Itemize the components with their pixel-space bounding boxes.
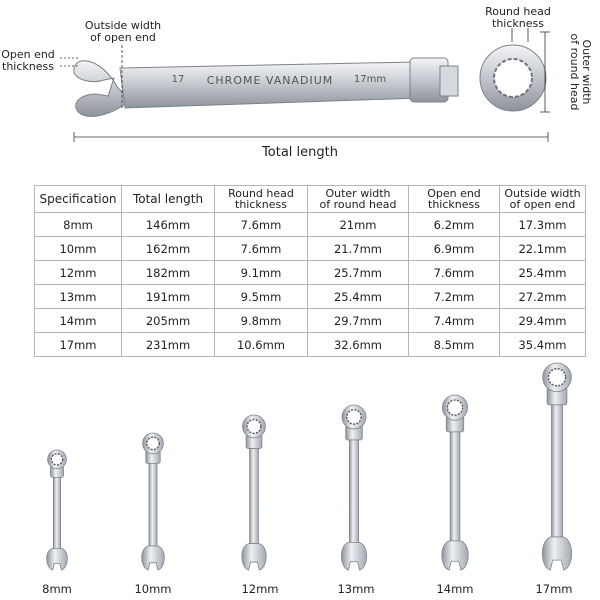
size-label-17mm: 17mm — [535, 582, 573, 596]
size-label-12mm: 12mm — [241, 582, 279, 596]
table-cell: 7.6mm — [408, 260, 500, 285]
table-row: 14mm 205mm 9.8mm 29.7mm 7.4mm 29.4mm — [34, 308, 586, 333]
table-cell: 146mm — [121, 212, 215, 237]
table-cell: 9.1mm — [214, 260, 308, 285]
table-cell: 8.5mm — [408, 332, 500, 357]
col-header: Open end thickness — [408, 185, 500, 213]
table-cell: 7.6mm — [214, 236, 308, 261]
table-cell: 6.9mm — [408, 236, 500, 261]
stamp-right-size: 17mm — [354, 74, 386, 85]
table-cell: 10mm — [34, 236, 122, 261]
table-cell: 25.7mm — [307, 260, 409, 285]
label-round-head-thickness: Round head thickness — [485, 5, 551, 30]
table-cell: 29.7mm — [307, 308, 409, 333]
wrench-lineup — [46, 362, 573, 571]
table-cell: 6.2mm — [408, 212, 500, 237]
table-cell: 32.6mm — [307, 332, 409, 357]
wrench-17mm — [541, 362, 573, 571]
table-header-row: Specification Total length Round head th… — [34, 185, 586, 213]
stamp-brand: CHROME VANADIUM — [207, 74, 334, 87]
stamp-left-size: 17 — [172, 74, 185, 85]
table-row: 8mm 146mm 7.6mm 21mm 6.2mm 17.3mm — [34, 212, 586, 237]
wrench-14mm — [441, 394, 469, 571]
table-cell: 205mm — [121, 308, 215, 333]
table-row: 17mm 231mm 10.6mm 32.6mm 8.5mm 35.4mm — [34, 332, 586, 357]
table-cell: 27.2mm — [499, 284, 586, 309]
table-cell: 22.1mm — [499, 236, 586, 261]
col-header: Outer width of round head — [307, 185, 409, 213]
table-cell: 21mm — [307, 212, 409, 237]
size-label-10mm: 10mm — [134, 582, 172, 596]
wrench-10mm — [141, 432, 165, 571]
table-row: 10mm 162mm 7.6mm 21.7mm 6.9mm 22.1mm — [34, 236, 586, 261]
table-cell: 162mm — [121, 236, 215, 261]
table-cell: 12mm — [34, 260, 122, 285]
size-label-13mm: 13mm — [337, 582, 375, 596]
table-cell: 8mm — [34, 212, 122, 237]
table-cell: 7.2mm — [408, 284, 500, 309]
table-cell: 21.7mm — [307, 236, 409, 261]
wrench-13mm — [341, 404, 367, 571]
table-cell: 7.6mm — [214, 212, 308, 237]
label-total-length: Total length — [262, 145, 338, 160]
wrench-8mm — [46, 449, 68, 571]
table-cell: 7.4mm — [408, 308, 500, 333]
table-cell: 17mm — [34, 332, 122, 357]
table-cell: 13mm — [34, 284, 122, 309]
size-label-8mm: 8mm — [42, 582, 72, 596]
table-cell: 17.3mm — [499, 212, 586, 237]
col-header: Round head thickness — [214, 185, 308, 213]
table-cell: 191mm — [121, 284, 215, 309]
col-header: Total length — [121, 185, 215, 213]
label-open-end-thickness: Open end thickness — [1, 48, 55, 73]
table-cell: 231mm — [121, 332, 215, 357]
table-cell: 29.4mm — [499, 308, 586, 333]
wrench-12mm — [241, 414, 267, 571]
wrench-diagram: 17 CHROME VANADIUM 17mm — [60, 28, 550, 142]
table-cell: 25.4mm — [499, 260, 586, 285]
spec-table: Specification Total length Round head th… — [34, 185, 586, 357]
table-cell: 182mm — [121, 260, 215, 285]
size-label-14mm: 14mm — [436, 582, 474, 596]
col-header: Outside width of open end — [499, 185, 586, 213]
table-cell: 9.5mm — [214, 284, 308, 309]
open-end-jaw — [73, 60, 131, 117]
table-cell: 25.4mm — [307, 284, 409, 309]
table-cell: 14mm — [34, 308, 122, 333]
table-cell: 10.6mm — [214, 332, 308, 357]
table-row: 13mm 191mm 9.5mm 25.4mm 7.2mm 27.2mm — [34, 284, 586, 309]
col-header: Specification — [34, 185, 122, 213]
label-outside-width-open-end: Outside width of open end — [84, 19, 162, 44]
table-cell: 9.8mm — [214, 308, 308, 333]
table-cell: 35.4mm — [499, 332, 586, 357]
label-outer-width-round-head: Outer width of round head — [568, 33, 593, 111]
table-row: 12mm 182mm 9.1mm 25.7mm 7.6mm 25.4mm — [34, 260, 586, 285]
